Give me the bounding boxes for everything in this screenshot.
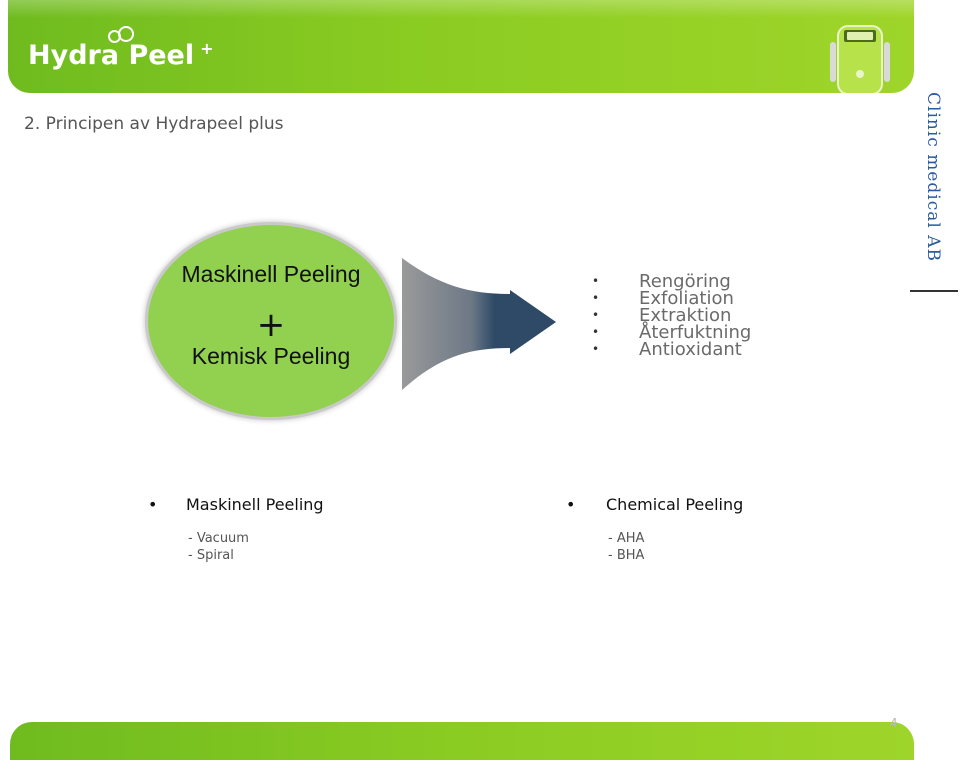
brand-vertical-text: Clinic medical AB: [923, 92, 943, 262]
brand-divider: [910, 290, 958, 292]
device-image-icon: [830, 25, 890, 93]
hydrapeel-logo: Hydra Peel +: [28, 26, 214, 76]
footer-banner: [10, 722, 914, 760]
mechanical-item: - Vacuum: [188, 531, 249, 546]
benefit-item: Antioxidant: [592, 341, 751, 359]
chemical-column: Chemical Peeling - AHA - BHA: [566, 495, 743, 564]
slide-title: 2. Principen av Hydrapeel plus: [24, 114, 284, 134]
header-banner: Hydra Peel +: [8, 0, 914, 93]
mechanical-heading: Maskinell Peeling: [148, 495, 324, 514]
flow-arrow-icon: [402, 258, 556, 390]
header-sheen: [8, 0, 914, 18]
benefits-list: Rengöring Exfoliation Extraktion Återfuk…: [592, 273, 751, 359]
mechanical-item: - Spiral: [188, 548, 234, 563]
chemical-item: - AHA: [608, 531, 645, 546]
peeling-ellipse: Maskinell Peeling + Kemisk Peeling: [145, 222, 397, 420]
logo-text: Hydra Peel: [28, 40, 195, 71]
ellipse-line-2: Kemisk Peeling: [191, 343, 351, 369]
mechanical-column: Maskinell Peeling - Vacuum - Spiral: [148, 495, 324, 564]
ellipse-plus: +: [256, 305, 286, 345]
chemical-heading: Chemical Peeling: [566, 495, 743, 514]
benefit-item: Exfoliation: [592, 290, 751, 308]
logo-plus: +: [200, 39, 214, 58]
benefit-item: Återfuktning: [592, 324, 751, 342]
benefit-item: Rengöring: [592, 273, 751, 291]
chemical-item: - BHA: [608, 548, 645, 563]
page-number: 4: [890, 716, 898, 730]
ellipse-line-1: Maskinell Peeling: [181, 261, 361, 287]
benefit-item: Extraktion: [592, 307, 751, 325]
